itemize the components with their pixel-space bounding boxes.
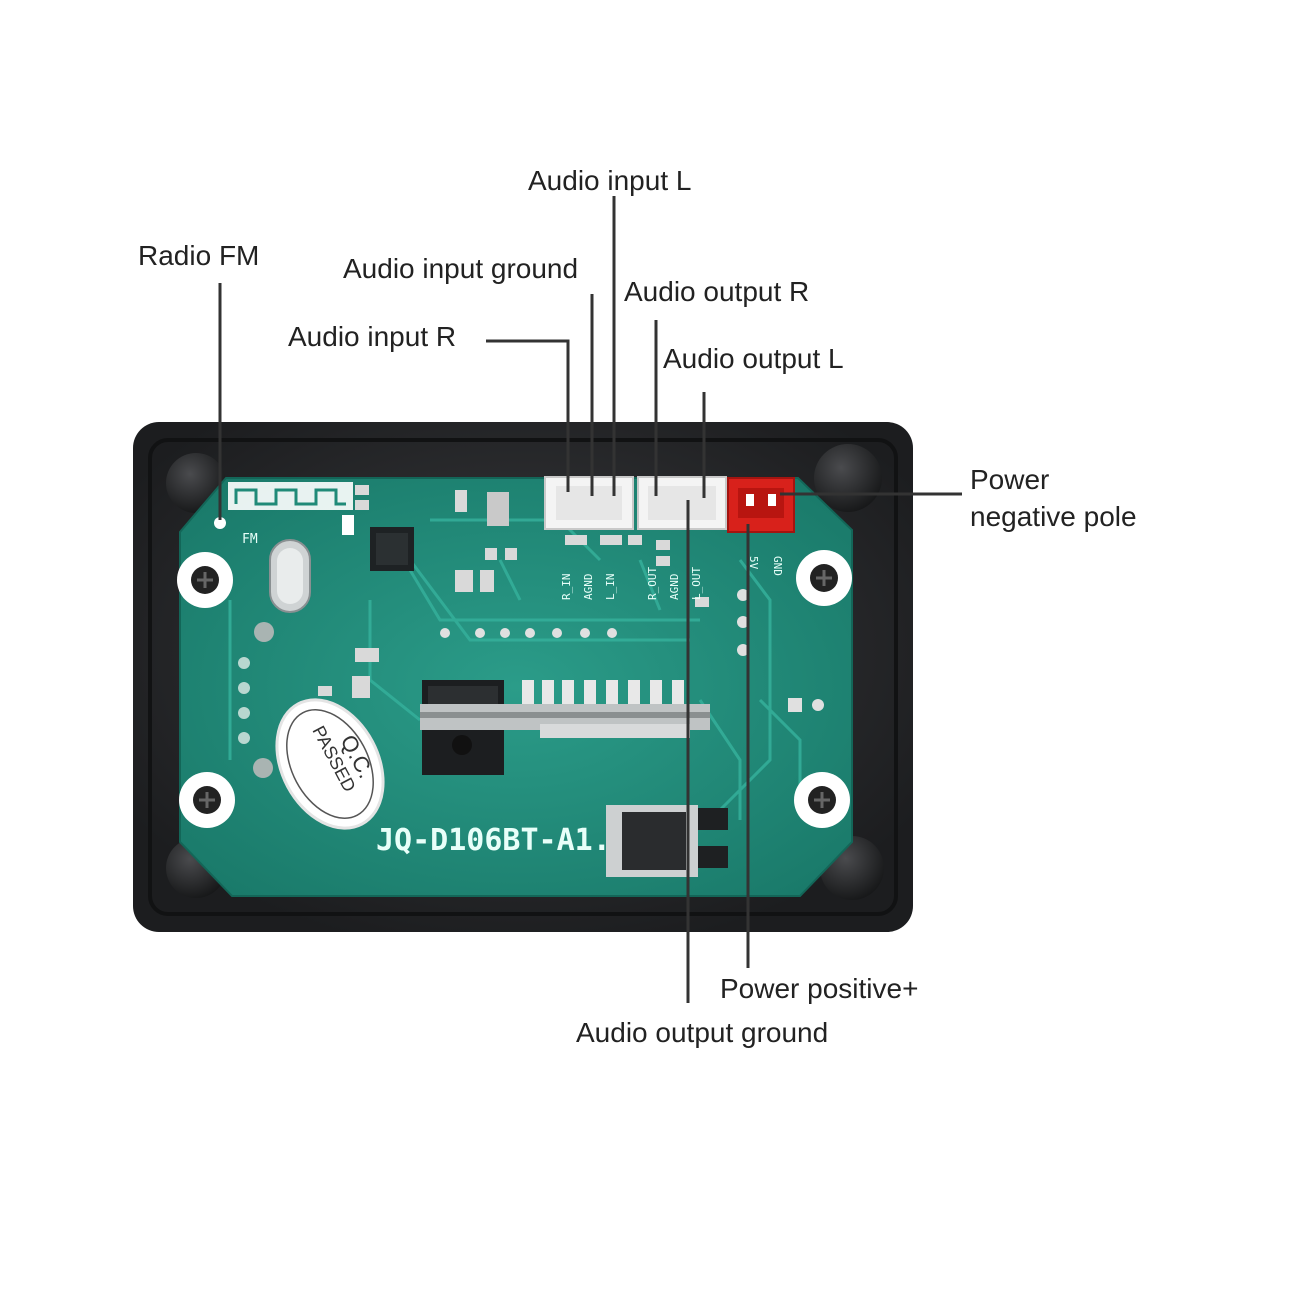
label-power-negative-line1: Power bbox=[970, 464, 1050, 495]
smd-components bbox=[318, 485, 709, 698]
silkscreen-agnd-out: AGND bbox=[668, 574, 681, 601]
label-audio-output-ground: Audio output ground bbox=[576, 1017, 829, 1048]
label-audio-output-l: Audio output L bbox=[663, 343, 844, 374]
qc-passed-sticker: Q.C. PASSED bbox=[275, 698, 385, 830]
label-audio-input-l: Audio input L bbox=[528, 165, 692, 196]
leader-lines bbox=[218, 196, 962, 1003]
bluetooth-ic bbox=[370, 527, 414, 571]
silkscreen-fm: FM bbox=[242, 532, 258, 547]
pin-header-row bbox=[440, 628, 617, 638]
silkscreen-5v: 5V bbox=[747, 556, 760, 570]
fm-antenna-pad bbox=[214, 517, 226, 529]
mounting-hole bbox=[794, 772, 850, 828]
right-pin-column bbox=[737, 589, 824, 712]
label-audio-input-r: Audio input R bbox=[288, 321, 457, 352]
mounting-hole bbox=[179, 772, 235, 828]
silkscreen-agnd-in: AGND bbox=[582, 574, 595, 601]
power-connector bbox=[727, 477, 795, 533]
silkscreen-r-in: R_IN bbox=[560, 574, 573, 601]
bluetooth-antenna bbox=[228, 482, 353, 510]
audio-input-connector bbox=[544, 476, 634, 530]
mounting-hole bbox=[796, 550, 852, 606]
label-audio-output-r: Audio output R bbox=[624, 276, 810, 307]
leader-audio-input-r bbox=[486, 339, 570, 492]
left-pad-column bbox=[238, 622, 274, 778]
mounting-hole bbox=[177, 552, 233, 608]
voltage-regulator bbox=[606, 805, 728, 877]
silkscreen-l-in: L_IN bbox=[604, 574, 617, 601]
sd-card-slot bbox=[420, 680, 710, 775]
audio-output-connector bbox=[637, 476, 727, 530]
silkscreen-r-out: R_OUT bbox=[646, 567, 659, 600]
silkscreen-gnd: GND bbox=[771, 556, 784, 576]
crystal-oscillator bbox=[269, 539, 311, 613]
silkscreen-l-out: L_OUT bbox=[690, 567, 703, 600]
label-power-positive: Power positive+ bbox=[720, 973, 919, 1004]
enclosure-inner-rim bbox=[148, 438, 898, 916]
corner-boss bbox=[814, 444, 882, 512]
label-radio-fm: Radio FM bbox=[138, 240, 260, 271]
label-power-negative-line2: negative pole bbox=[970, 501, 1137, 532]
label-audio-input-ground: Audio input ground bbox=[343, 253, 579, 284]
board-model: JQ-D106BT-A1. bbox=[376, 823, 611, 858]
